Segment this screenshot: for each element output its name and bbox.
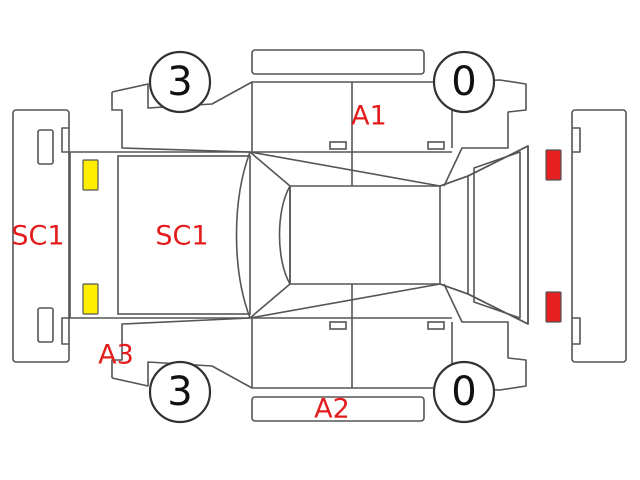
top-side-panel — [111, 79, 527, 187]
front-fog-lower — [37, 307, 54, 343]
top-front-door-handle — [329, 141, 347, 150]
wheel-front-right-count: 3 — [167, 369, 192, 415]
damage-label-front-bumper: SC1 — [11, 221, 64, 252]
bottom-side-skirt — [251, 396, 425, 422]
trunk-lid — [473, 151, 521, 319]
wheel-rear-left-count: 0 — [451, 59, 476, 105]
hood-panel — [117, 155, 251, 315]
bottom-front-door-handle — [329, 321, 347, 330]
wheel-rear-left: 0 — [432, 50, 496, 114]
damage-label-hood: SC1 — [155, 221, 208, 252]
front-light-lower — [82, 283, 99, 315]
damage-label-front-corner: A3 — [98, 340, 134, 371]
wheel-front-left-count: 3 — [167, 59, 192, 105]
wheel-rear-right-count: 0 — [451, 369, 476, 415]
bottom-side-panel — [111, 283, 527, 391]
roof-panel — [289, 185, 441, 285]
damage-label-top-rear-door: A1 — [351, 101, 387, 132]
rear-light-upper — [545, 149, 562, 181]
front-bumper — [12, 109, 70, 363]
damage-label-bottom-rocker: A2 — [314, 394, 350, 425]
top-rear-door-handle — [427, 141, 445, 150]
bottom-rear-door-handle — [427, 321, 445, 330]
rear-light-lower — [545, 291, 562, 323]
front-light-upper — [82, 159, 99, 191]
wheel-front-left: 3 — [148, 50, 212, 114]
top-side-skirt — [251, 49, 425, 75]
wheel-rear-right: 0 — [432, 360, 496, 424]
rear-bumper — [571, 109, 627, 363]
front-fog-upper — [37, 129, 54, 165]
top-view-body — [69, 145, 529, 325]
wheel-front-right: 3 — [148, 360, 212, 424]
